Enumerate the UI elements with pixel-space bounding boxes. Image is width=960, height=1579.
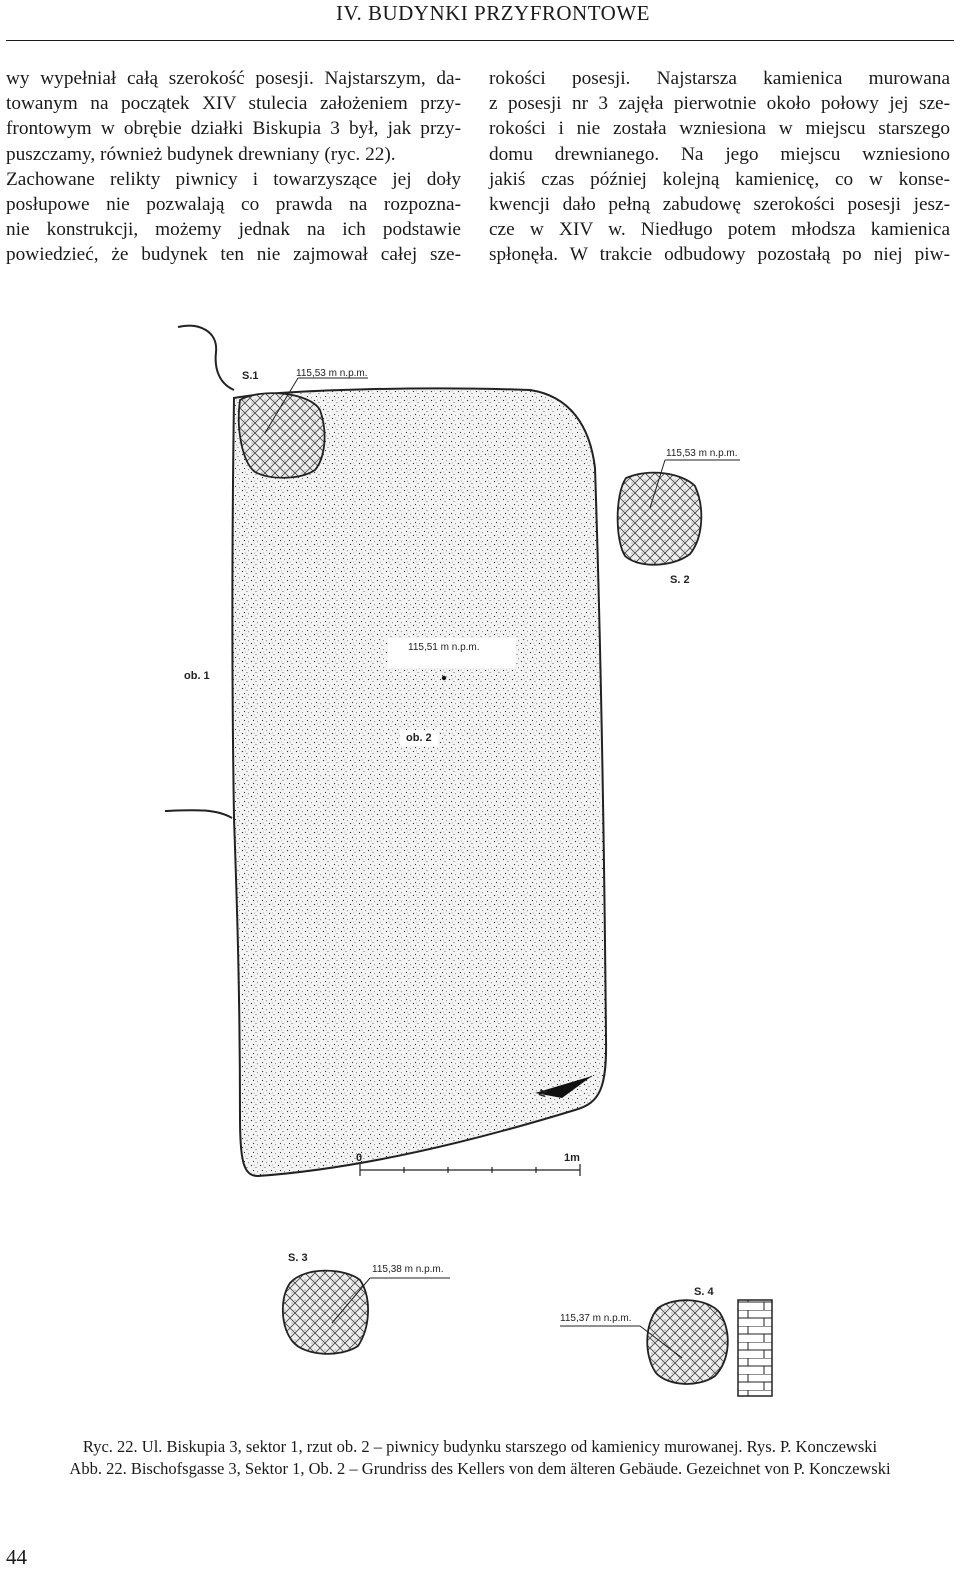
leader-s2 xyxy=(649,459,740,509)
s1-label: S.1 xyxy=(242,370,259,382)
text-line: frontowym w obrębie działki Biskupia 3 b… xyxy=(6,118,461,140)
running-head-title: IV. BUDYNKI PRZYFRONTOWE xyxy=(336,1,650,25)
scale-start-label: 0 xyxy=(356,1152,363,1164)
left-paragraph: wy wypełniał całą szerokość posesji. Naj… xyxy=(6,66,461,268)
text-line: posłupowe nie pozwalają co prawda na roz… xyxy=(6,194,461,216)
left-text-column: wy wypełniał całą szerokość posesji. Naj… xyxy=(6,66,461,268)
text-line: kwencji dało pełną zabudowę szerokości p… xyxy=(489,194,950,216)
text-line: domu drewnianego. Na jego miejscu wznies… xyxy=(489,143,950,165)
s2-label: S. 2 xyxy=(670,574,690,586)
s1-elevation: 115,53 m n.p.m. xyxy=(296,368,368,379)
posthole-s1 xyxy=(237,392,326,479)
excavation-plan-figure: S.1 115,53 m n.p.m. 115,53 m n.p.m. S. 2… xyxy=(160,318,800,1408)
text-line: cze w XIV w. Niedługo potem młodsza kami… xyxy=(489,219,950,241)
text-line: powiedzieć, że budynek ten nie zajmował … xyxy=(6,244,461,266)
right-paragraph: rokości posesji. Najstarsza kamienica mu… xyxy=(489,66,950,268)
s3-label: S. 3 xyxy=(288,1252,308,1264)
ob1-outline xyxy=(177,324,235,391)
posthole-s2 xyxy=(616,471,703,566)
s4-label: S. 4 xyxy=(694,1286,714,1298)
text-line: puszczamy, również budynek drewniany (ry… xyxy=(6,143,396,165)
north-arrow xyxy=(535,1076,592,1098)
leader-s3 xyxy=(331,1277,450,1324)
cellar-fill xyxy=(231,387,608,1178)
figure-caption: Ryc. 22. Ul. Biskupia 3, sektor 1, rzut … xyxy=(0,1436,960,1480)
text-line: rokości posesji. Najstarsza kamienica mu… xyxy=(489,68,950,89)
text-line: jakiś czas później kolejną kamienicę, co… xyxy=(489,168,950,190)
text-line: wy wypełniał całą szerokość posesji. Naj… xyxy=(6,68,461,89)
posthole-s4 xyxy=(646,1299,729,1385)
text-line: Zachowane relikty piwnicy i towarzyszące… xyxy=(6,168,461,190)
running-head: IV. BUDYNKI PRZYFRONTOWE xyxy=(0,0,950,28)
s4-elevation: 115,37 m n.p.m. xyxy=(560,1313,632,1324)
ob2-label: ob. 2 xyxy=(400,730,438,746)
ob1-lower-outline xyxy=(164,809,233,819)
page-number: 44 xyxy=(6,1545,27,1569)
ob1-label: ob. 1 xyxy=(184,670,210,682)
right-text-column: rokości posesji. Najstarsza kamienica mu… xyxy=(489,66,950,268)
s3-elevation: 115,38 m n.p.m. xyxy=(372,1264,444,1275)
text-line: spłonęła. W trakcie odbudowy pozostałą p… xyxy=(489,244,950,266)
posthole-s3 xyxy=(281,1269,369,1355)
s2-elevation: 115,53 m n.p.m. xyxy=(666,448,738,459)
leader-s4 xyxy=(560,1325,683,1359)
header-rule xyxy=(6,40,954,41)
caption-german: Abb. 22. Bischofsgasse 3, Sektor 1, Ob. … xyxy=(69,1459,891,1478)
center-elevation: 115,51 m n.p.m. xyxy=(408,642,480,653)
leader-s1-diag xyxy=(264,377,299,434)
plan-drawing xyxy=(164,324,773,1397)
text-line: nie konstrukcji, możemy jednak na ich po… xyxy=(6,219,461,241)
text-line: towanym na początek XIV stulecia założen… xyxy=(6,93,461,115)
text-line: rokości i nie została wzniesiona w miejs… xyxy=(489,118,950,140)
scale-end-label: 1m xyxy=(564,1152,580,1164)
caption-polish: Ryc. 22. Ul. Biskupia 3, sektor 1, rzut … xyxy=(82,1437,878,1456)
brick-wall xyxy=(737,1299,773,1397)
text-line: z posesji nr 3 zajęła pierwotnie około p… xyxy=(489,93,950,115)
